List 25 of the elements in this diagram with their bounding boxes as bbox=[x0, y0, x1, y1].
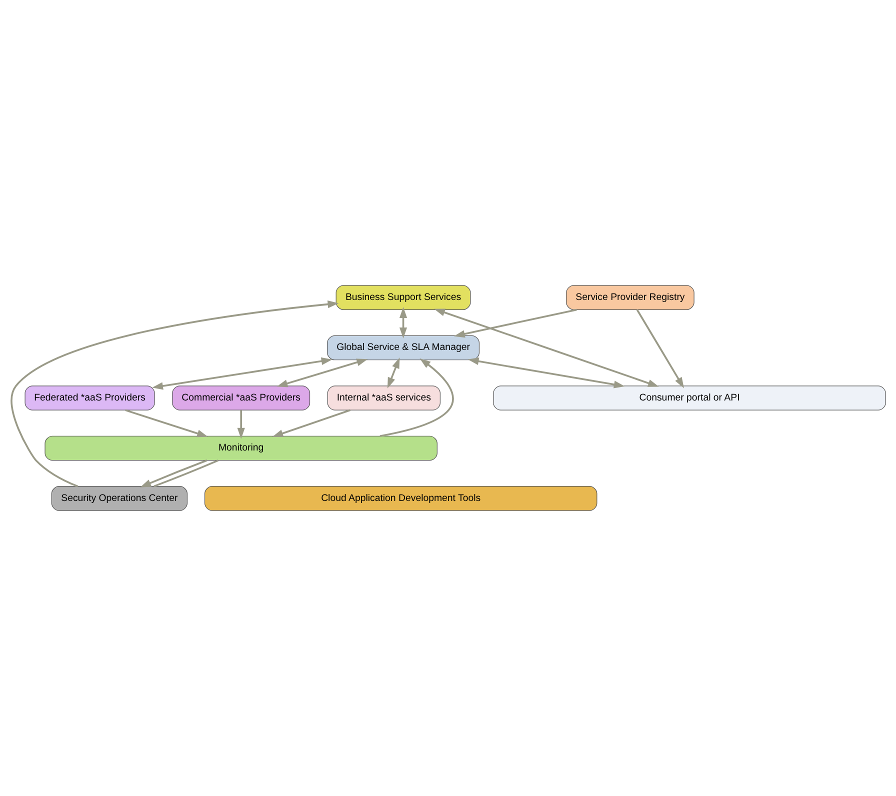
arrow bbox=[272, 409, 350, 438]
node-box: Consumer portal or API bbox=[492, 386, 886, 410]
node-box: Internal *aaS services bbox=[326, 386, 440, 410]
arrow bbox=[152, 357, 332, 390]
arrow bbox=[124, 409, 208, 438]
arrow bbox=[386, 357, 400, 388]
arrow bbox=[276, 358, 368, 388]
node-box: Cloud Application Development Tools bbox=[204, 486, 597, 511]
node-box: Global Service & SLA Manager bbox=[326, 335, 480, 360]
node-box: Business Support Services bbox=[335, 285, 470, 310]
arrow bbox=[379, 358, 454, 437]
arrow bbox=[453, 308, 576, 338]
node-box: Federated *aaS Providers bbox=[24, 386, 154, 410]
node-box: Security Operations Center bbox=[50, 486, 188, 511]
arrow bbox=[398, 307, 407, 338]
connector bbox=[153, 460, 218, 488]
arrow bbox=[236, 410, 244, 439]
node-box: Commercial *aaS Providers bbox=[172, 386, 310, 410]
arrow bbox=[636, 309, 684, 388]
node-box: Monitoring bbox=[44, 436, 437, 461]
arrow bbox=[434, 308, 658, 387]
arrow bbox=[10, 300, 338, 488]
node-box: Service Provider Registry bbox=[566, 285, 694, 310]
arrow bbox=[140, 460, 207, 488]
arrow bbox=[467, 358, 624, 388]
